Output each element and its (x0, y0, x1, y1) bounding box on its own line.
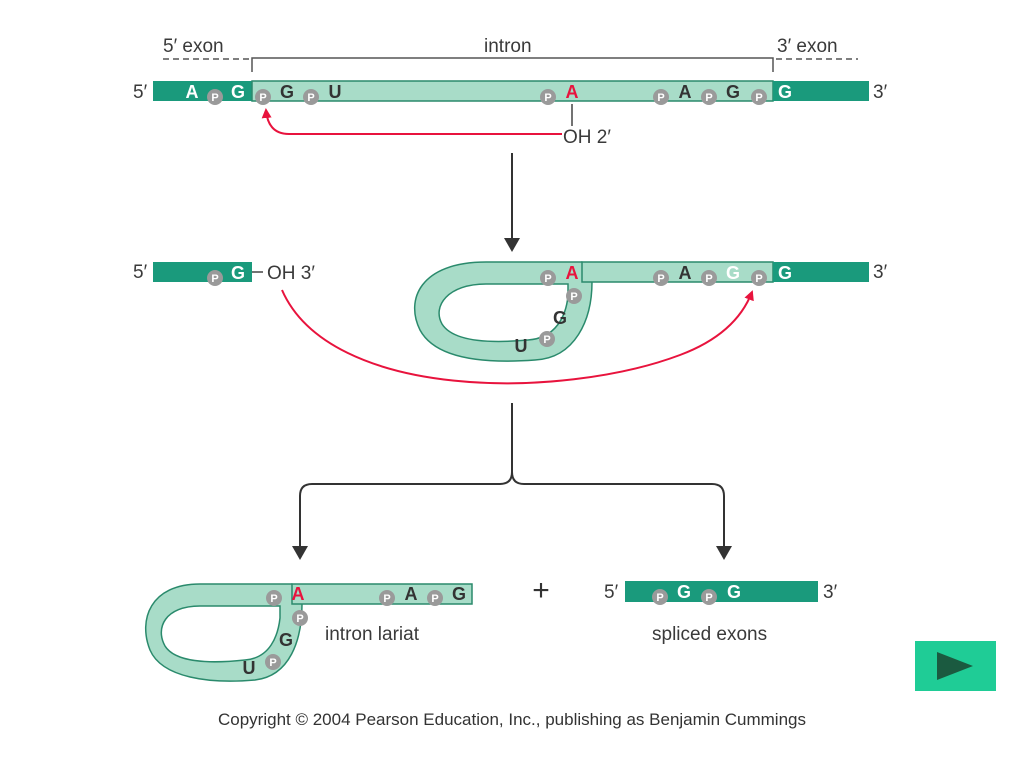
pre-mrna: 5′ exon intron 3′ exon 5′ 3′ A P G P G P… (133, 36, 888, 148)
phosphate-icon (751, 270, 767, 286)
three-prime-exon (773, 81, 869, 101)
lariat-hole (160, 605, 281, 663)
three-prime-end-label: 3′ (873, 262, 888, 283)
intron-lariat-product: P A P G P U P A P G intron lariat (145, 583, 473, 682)
phosphate-icon (751, 89, 767, 105)
next-slide-button[interactable] (915, 641, 996, 691)
phosphate-label: P (307, 92, 314, 104)
spliced-exon-strand (625, 581, 818, 602)
oh-2-label: OH 2′ (563, 127, 611, 148)
phosphate-label: P (657, 273, 664, 285)
phosphate-icon (379, 590, 395, 606)
branch-point-a: A (566, 263, 579, 283)
phosphate-icon (427, 590, 443, 606)
plus-sign: + (532, 574, 550, 607)
five-prime-end-label: 5′ (133, 262, 148, 283)
three-prime-end-label: 3′ (873, 82, 888, 103)
lariat-hole (438, 283, 569, 343)
phosphate-label: P (705, 592, 712, 604)
phosphate-label: P (570, 291, 577, 303)
phosphate-label: P (705, 92, 712, 104)
phosphate-icon (207, 270, 223, 286)
phosphate-label: P (296, 613, 303, 625)
phosphate-label: P (211, 273, 218, 285)
phosphate-label: P (755, 92, 762, 104)
phosphate-icon (266, 590, 282, 606)
base-g: G (452, 584, 466, 604)
phosphate-icon (701, 589, 717, 605)
intron-lariat-label: intron lariat (325, 624, 420, 645)
phosphate-label: P (269, 657, 276, 669)
base-a: A (679, 82, 692, 102)
base-u: U (243, 658, 256, 678)
phosphate-label: P (656, 592, 663, 604)
play-triangle-icon (937, 652, 973, 680)
five-prime-end-label: 5′ (604, 582, 619, 603)
phosphate-icon (653, 270, 669, 286)
base-a: A (186, 82, 199, 102)
splicing-intermediate: 5′ P G OH 3′ 3′ P A P G P U P A P G P G (133, 261, 888, 385)
phosphate-label: P (705, 273, 712, 285)
nucleophilic-attack-arrow-2 (281, 289, 754, 385)
branch-point-a: A (292, 584, 305, 604)
five-prime-exon (153, 262, 252, 282)
base-g: G (553, 308, 567, 328)
phosphate-label: P (543, 334, 550, 346)
phosphate-icon (292, 610, 308, 626)
intron-label: intron (484, 36, 532, 57)
phosphate-icon (701, 89, 717, 105)
base-a: A (405, 584, 418, 604)
phosphate-label: P (431, 593, 438, 605)
step-arrow-2 (292, 403, 732, 560)
three-prime-end-label: 3′ (823, 582, 838, 603)
phosphate-label: P (383, 593, 390, 605)
phosphate-icon (255, 89, 271, 105)
three-prime-exon-label: 3′ exon (777, 36, 838, 57)
phosphate-label: P (657, 92, 664, 104)
phosphate-icon (652, 589, 668, 605)
phosphate-label: P (259, 92, 266, 104)
nucleophilic-attack-arrow-1 (261, 108, 562, 135)
spliced-exons-product: 5′ P G P G 3′ spliced exons (604, 581, 838, 645)
phosphate-label: P (270, 593, 277, 605)
base-g: G (726, 82, 740, 102)
base-g: G (778, 263, 792, 283)
base-g: G (726, 263, 740, 283)
base-g: G (727, 582, 741, 602)
three-prime-exon (773, 262, 869, 282)
phosphate-icon (303, 89, 319, 105)
base-u: U (329, 82, 342, 102)
phosphate-icon (540, 89, 556, 105)
phosphate-icon (207, 89, 223, 105)
phosphate-label: P (544, 273, 551, 285)
base-g: G (677, 582, 691, 602)
base-g: G (778, 82, 792, 102)
base-g: G (231, 263, 245, 283)
branch-point-a: A (566, 82, 579, 102)
phosphate-icon (701, 270, 717, 286)
base-a: A (679, 263, 692, 283)
base-g: G (279, 630, 293, 650)
oh-3-label: OH 3′ (267, 263, 315, 284)
phosphate-icon (539, 331, 555, 347)
phosphate-label: P (211, 92, 218, 104)
phosphate-icon (265, 654, 281, 670)
intron-bracket (251, 57, 774, 72)
five-prime-end-label: 5′ (133, 82, 148, 103)
base-u: U (515, 336, 528, 356)
phosphate-icon (540, 270, 556, 286)
phosphate-icon (653, 89, 669, 105)
five-prime-exon (153, 81, 252, 101)
base-g: G (280, 82, 294, 102)
phosphate-label: P (544, 92, 551, 104)
intron-strand (581, 261, 774, 283)
phosphate-icon (566, 288, 582, 304)
phosphate-label: P (755, 273, 762, 285)
five-prime-exon-label: 5′ exon (163, 36, 224, 57)
spliced-exons-label: spliced exons (652, 624, 767, 645)
base-g: G (231, 82, 245, 102)
copyright-notice: Copyright © 2004 Pearson Education, Inc.… (217, 710, 806, 729)
